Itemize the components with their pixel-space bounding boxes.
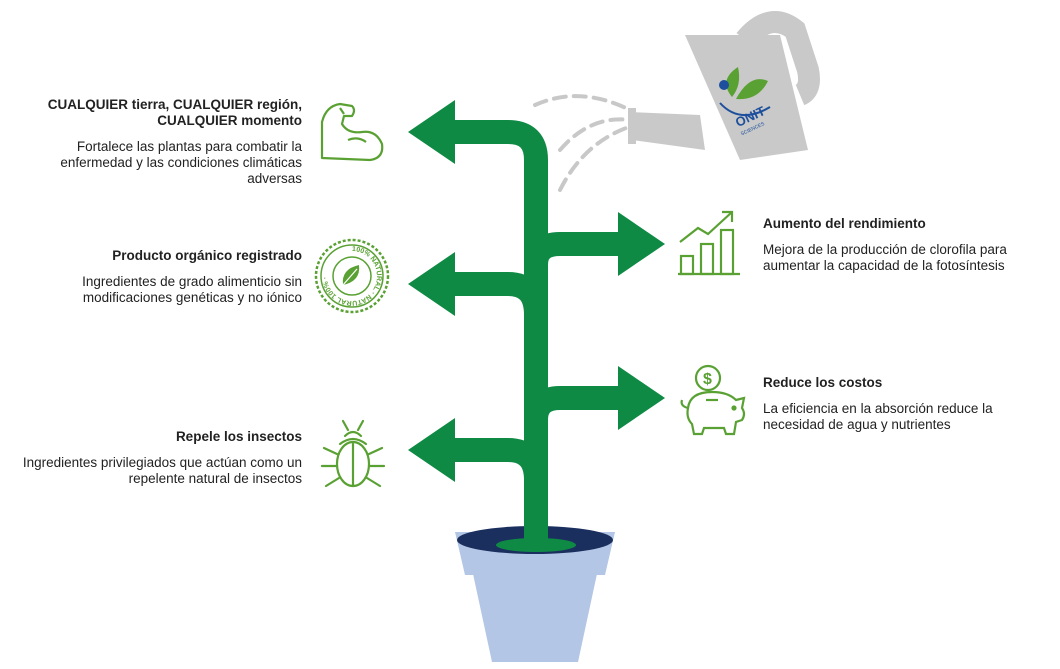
dollar-sign: $ (703, 371, 712, 388)
benefit-yield-title: Aumento del rendimiento (763, 216, 926, 231)
benefit-insects-title: Repele los insectos (175, 429, 302, 444)
water-spray (533, 94, 637, 192)
natural-badge-icon: 100% NATURAL · NATURAL 100% · (314, 238, 390, 314)
benefit-yield-description: Mejora de la producción de clorofila par… (763, 242, 1007, 273)
benefit-organic-description: Ingredientes de grado alimenticio sin mo… (82, 274, 302, 305)
benefit-insects: Repele los insectos Ingredientes privile… (20, 429, 302, 487)
benefit-insects-description: Ingredientes privilegiados que actúan co… (22, 455, 302, 486)
beetle-icon (320, 419, 386, 488)
benefit-yield: Aumento del rendimiento Mejora de la pro… (763, 216, 1055, 274)
benefit-costs: Reduce los costos La eficiencia en la ab… (763, 375, 1055, 433)
benefit-strength-description: Fortalece las plantas para combatir la e… (60, 139, 302, 186)
onit-logo: ONIT SCIENCES (719, 67, 771, 135)
piggy-bank-icon: $ (680, 364, 746, 436)
benefit-organic-title: Producto orgánico registrado (112, 248, 302, 263)
muscle-arm-icon (320, 102, 384, 162)
growth-chart-icon (678, 210, 740, 276)
benefit-costs-title: Reduce los costos (763, 375, 883, 390)
benefit-strength: CUALQUIER tierra, CUALQUIER región, CUAL… (20, 97, 302, 187)
flower-pot (455, 526, 615, 662)
benefit-strength-title: CUALQUIER tierra, CUALQUIER región, CUAL… (47, 97, 302, 128)
benefit-costs-description: La eficiencia en la absorción reduce la … (763, 401, 993, 432)
plant-stem (440, 120, 625, 545)
benefit-organic: Producto orgánico registrado Ingrediente… (20, 248, 302, 306)
plant-arrowheads (408, 100, 665, 482)
